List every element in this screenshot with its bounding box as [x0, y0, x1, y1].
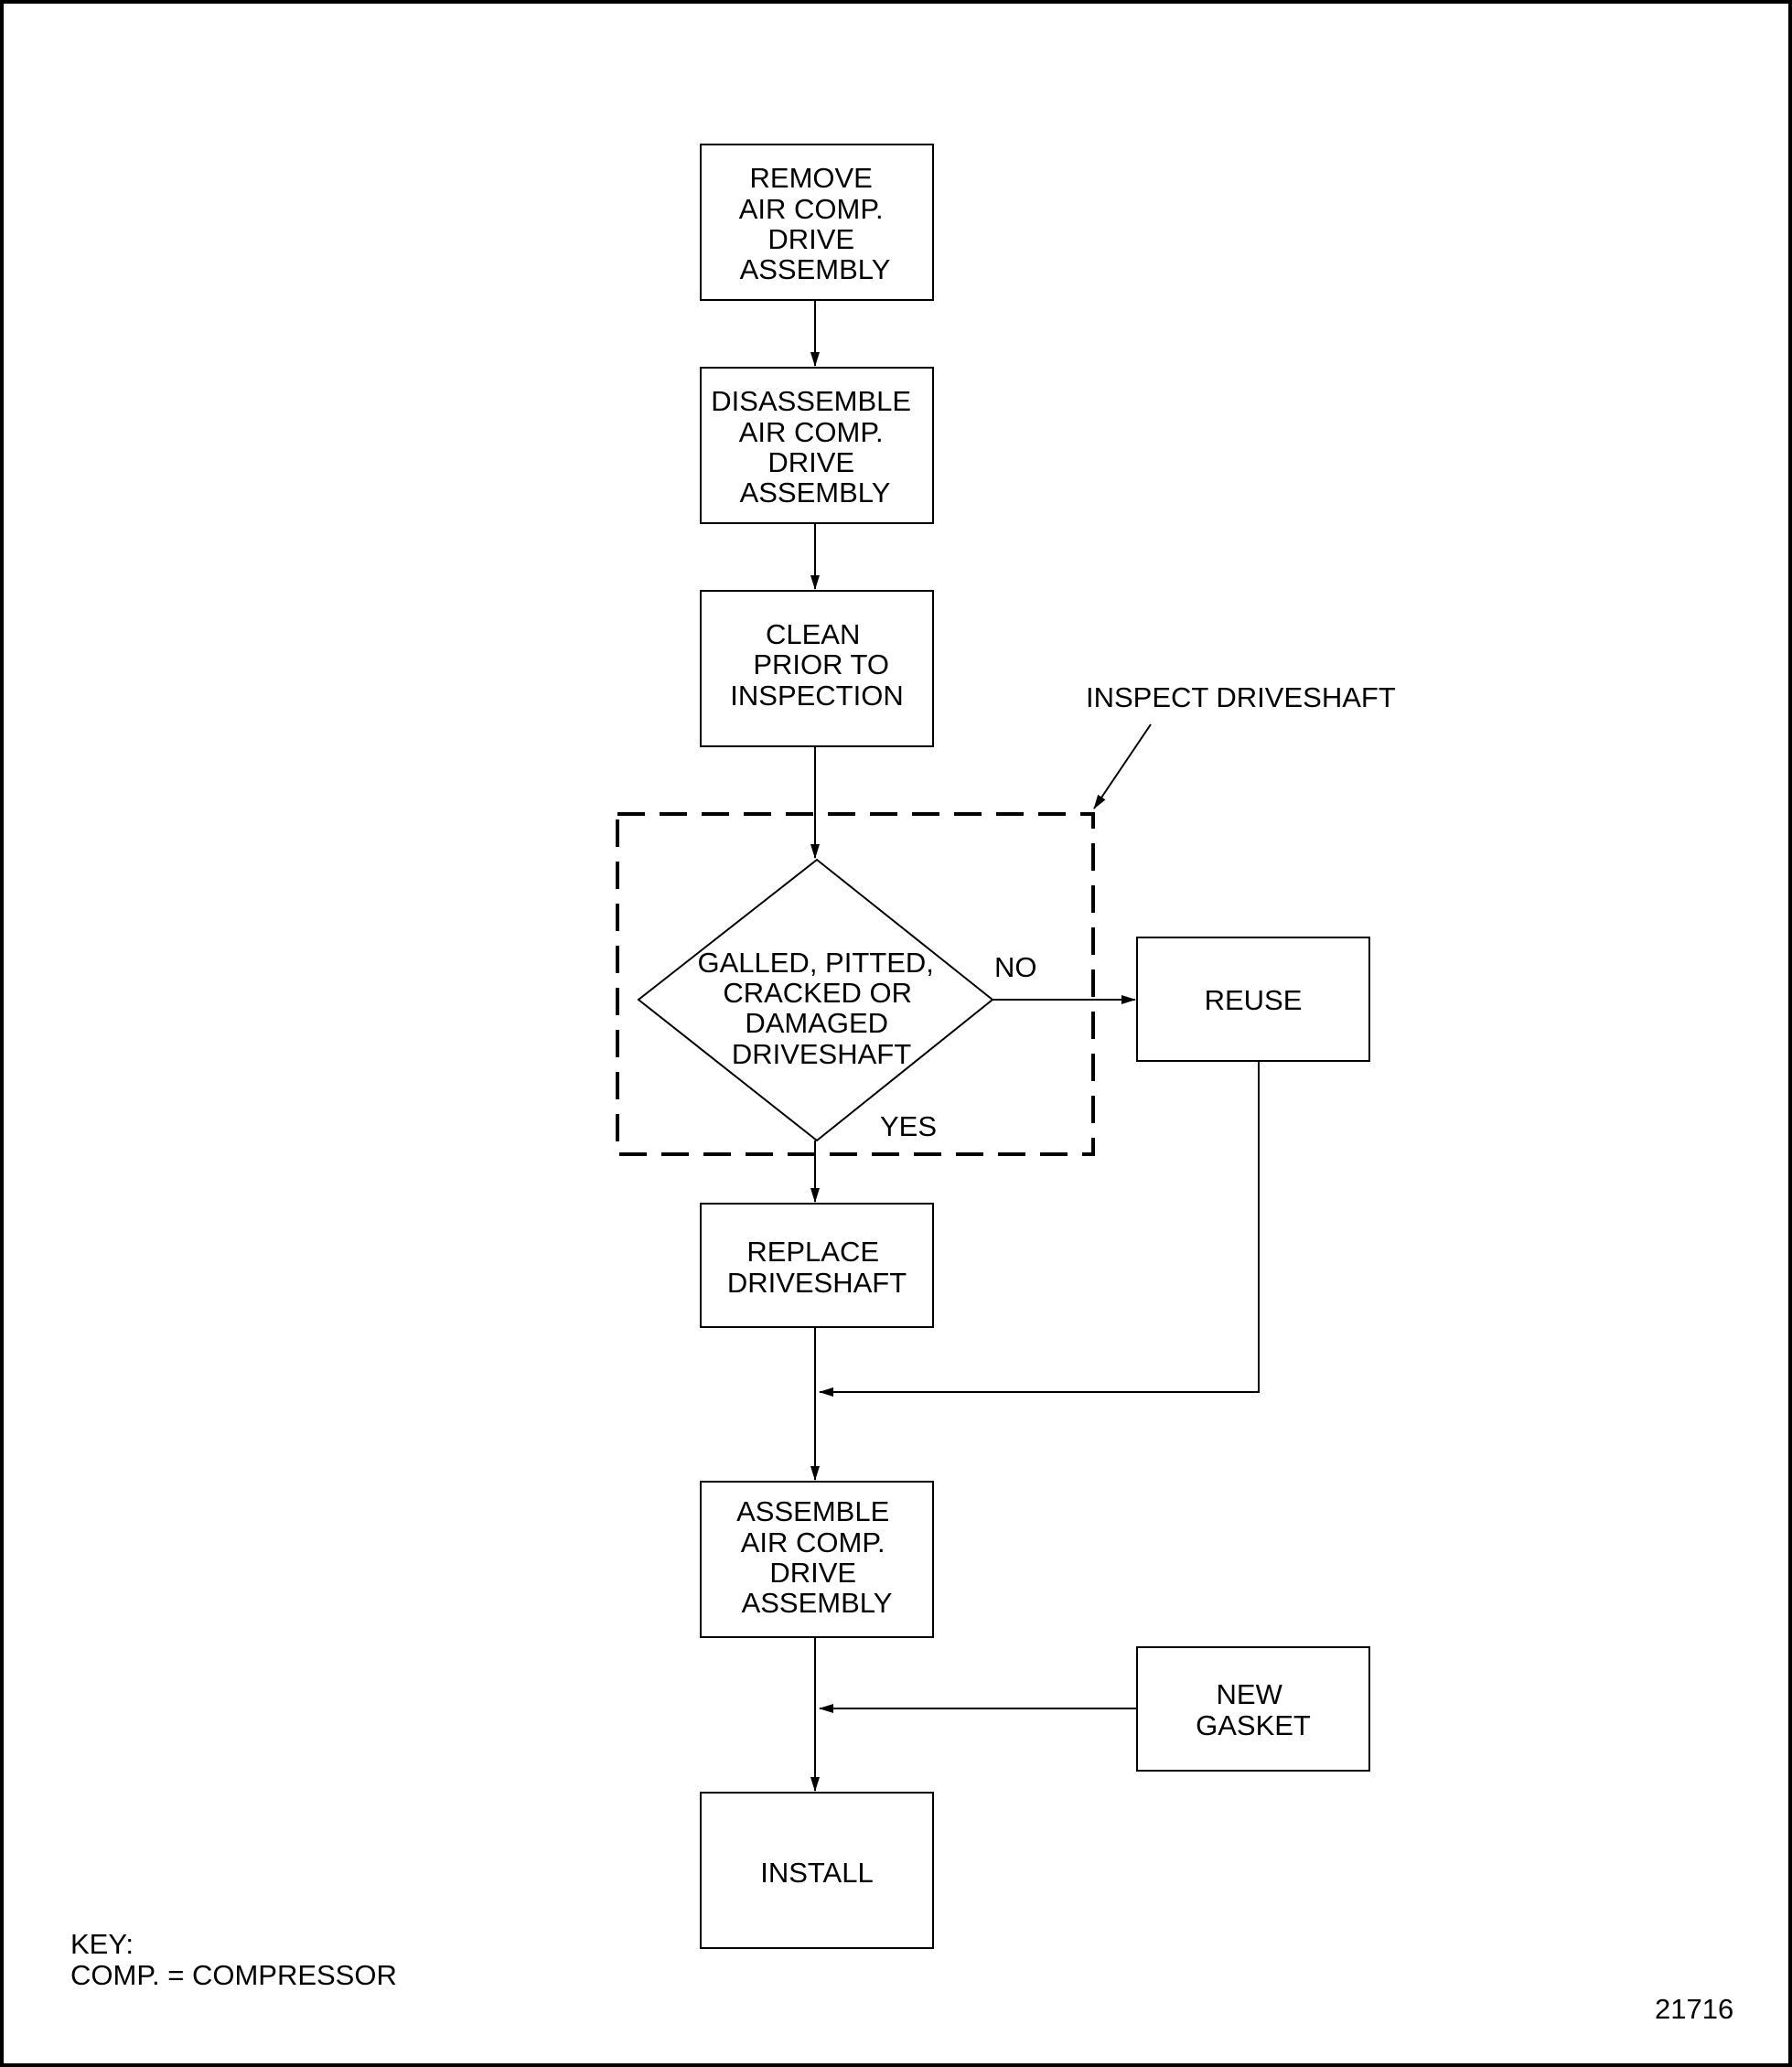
node-clean-line-1: CLEAN: [766, 618, 860, 650]
node-reuse: REUSE: [1136, 937, 1370, 1062]
node-clean-line-2: PRIOR TO: [753, 648, 889, 680]
node-new-gasket: NEW GASKET: [1136, 1646, 1370, 1772]
node-assemble-assembly: ASSEMBLE AIR COMP. DRIVE ASSEMBLY: [700, 1481, 934, 1638]
node-remove-assembly: REMOVE AIR COMP. DRIVE ASSEMBLY: [700, 144, 934, 301]
node-disassemble-line-3: DRIVE: [767, 446, 854, 478]
inspect-driveshaft-label: INSPECT DRIVESHAFT: [1086, 681, 1396, 713]
node-remove-line-4: ASSEMBLY: [740, 253, 891, 285]
key-title: KEY:: [70, 1928, 134, 1960]
inspect-driveshaft-region: [616, 812, 1095, 1156]
node-decision-label: GALLED, PITTED, CRACKED OR DAMAGED DRIVE…: [697, 947, 941, 1070]
node-gasket-line-2: GASKET: [1196, 1709, 1311, 1741]
node-remove-box: [700, 144, 934, 301]
node-remove-line-3: DRIVE: [767, 223, 854, 255]
node-disassemble-assembly: DISASSEMBLE AIR COMP. DRIVE ASSEMBLY: [700, 367, 934, 524]
node-assemble-line-1: ASSEMBLE: [736, 1495, 889, 1527]
node-remove-line-2: AIR COMP.: [739, 193, 884, 225]
node-clean-box: [700, 590, 934, 747]
node-assemble-line-2: AIR COMP.: [741, 1526, 885, 1558]
node-replace-driveshaft: REPLACE DRIVESHAFT: [700, 1203, 934, 1328]
node-reuse-label: REUSE: [1205, 984, 1303, 1016]
node-replace-box: [700, 1203, 934, 1328]
node-replace-line-1: REPLACE: [746, 1236, 879, 1268]
node-remove-label: REMOVE AIR COMP. DRIVE ASSEMBLY: [739, 162, 892, 285]
node-decision-line-4: DRIVESHAFT: [732, 1038, 911, 1070]
node-disassemble-line-4: ASSEMBLY: [740, 477, 891, 509]
key-entry: COMP. = COMPRESSOR: [70, 1959, 397, 1991]
node-assemble-line-4: ASSEMBLY: [742, 1587, 893, 1619]
node-reuse-box: [1136, 937, 1370, 1062]
node-gasket-label: NEW GASKET: [1196, 1678, 1311, 1741]
node-disassemble-box: [700, 367, 934, 524]
node-remove-line-1: REMOVE: [750, 162, 873, 194]
node-assemble-box: [700, 1481, 934, 1638]
node-decision-diamond: [637, 858, 994, 1142]
node-assemble-line-3: DRIVE: [769, 1557, 856, 1589]
edge-label-yes: YES: [880, 1110, 937, 1142]
node-disassemble-line-1: DISASSEMBLE: [711, 385, 911, 417]
node-decision-line-2: CRACKED OR: [723, 977, 912, 1009]
node-install-line-1: INSTALL: [760, 1857, 873, 1889]
node-clean-line-3: INSPECTION: [730, 680, 903, 712]
node-install-box: [700, 1792, 934, 1949]
node-install-label: INSTALL: [760, 1857, 873, 1889]
edge-label-no: NO: [994, 951, 1037, 983]
inspect-driveshaft-leader: [1093, 723, 1152, 809]
edge-reuse-to-merge: [819, 1061, 1260, 1397]
node-disassemble-line-2: AIR COMP.: [739, 416, 884, 448]
node-gasket-line-1: NEW: [1217, 1678, 1283, 1710]
node-clean-prior-to-inspection: CLEAN PRIOR TO INSPECTION: [700, 590, 934, 747]
node-replace-line-2: DRIVESHAFT: [727, 1267, 907, 1299]
node-decision-line-1: GALLED, PITTED,: [697, 947, 933, 979]
node-install: INSTALL: [700, 1792, 934, 1949]
node-replace-label: REPLACE DRIVESHAFT: [727, 1236, 907, 1299]
node-gasket-box: [1136, 1646, 1370, 1772]
figure-number: 21716: [1655, 1993, 1733, 2025]
node-assemble-label: ASSEMBLE AIR COMP. DRIVE ASSEMBLY: [736, 1495, 897, 1619]
node-clean-label: CLEAN PRIOR TO INSPECTION: [730, 618, 903, 712]
node-driveshaft-decision: GALLED, PITTED, CRACKED OR DAMAGED DRIVE…: [637, 858, 994, 1142]
node-reuse-line-1: REUSE: [1205, 984, 1303, 1016]
node-disassemble-label: DISASSEMBLE AIR COMP. DRIVE ASSEMBLY: [711, 385, 918, 509]
node-decision-line-3: DAMAGED: [745, 1007, 888, 1039]
